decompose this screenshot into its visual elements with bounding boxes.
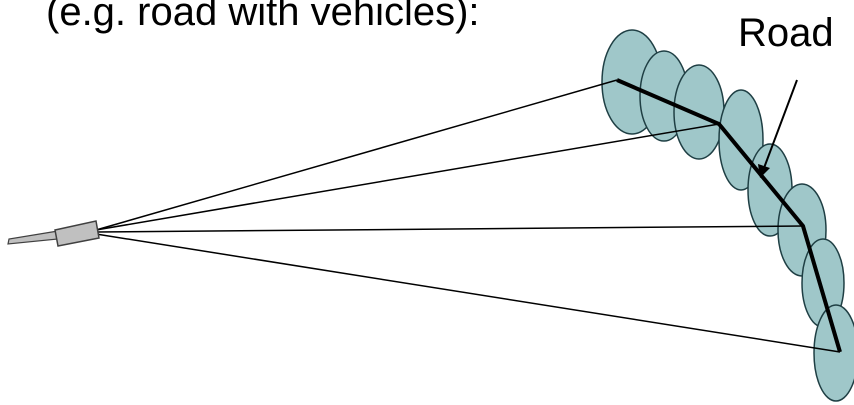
coverage-ellipse-3 [673,64,725,160]
beam-2 [95,123,720,231]
coverage-ellipse-8 [813,304,854,402]
beam-4 [95,233,841,353]
leader-arrowhead-icon [758,164,770,178]
coverage-ellipses [601,29,854,402]
beam-1 [95,79,618,231]
beam-3 [95,225,804,233]
road-label-leader [758,79,798,178]
road-label: Road [738,11,834,55]
sensor-beams [95,79,841,353]
radar-sensor-icon [7,220,100,247]
diagram-heading: (e.g. road with vehicles): [46,0,480,34]
